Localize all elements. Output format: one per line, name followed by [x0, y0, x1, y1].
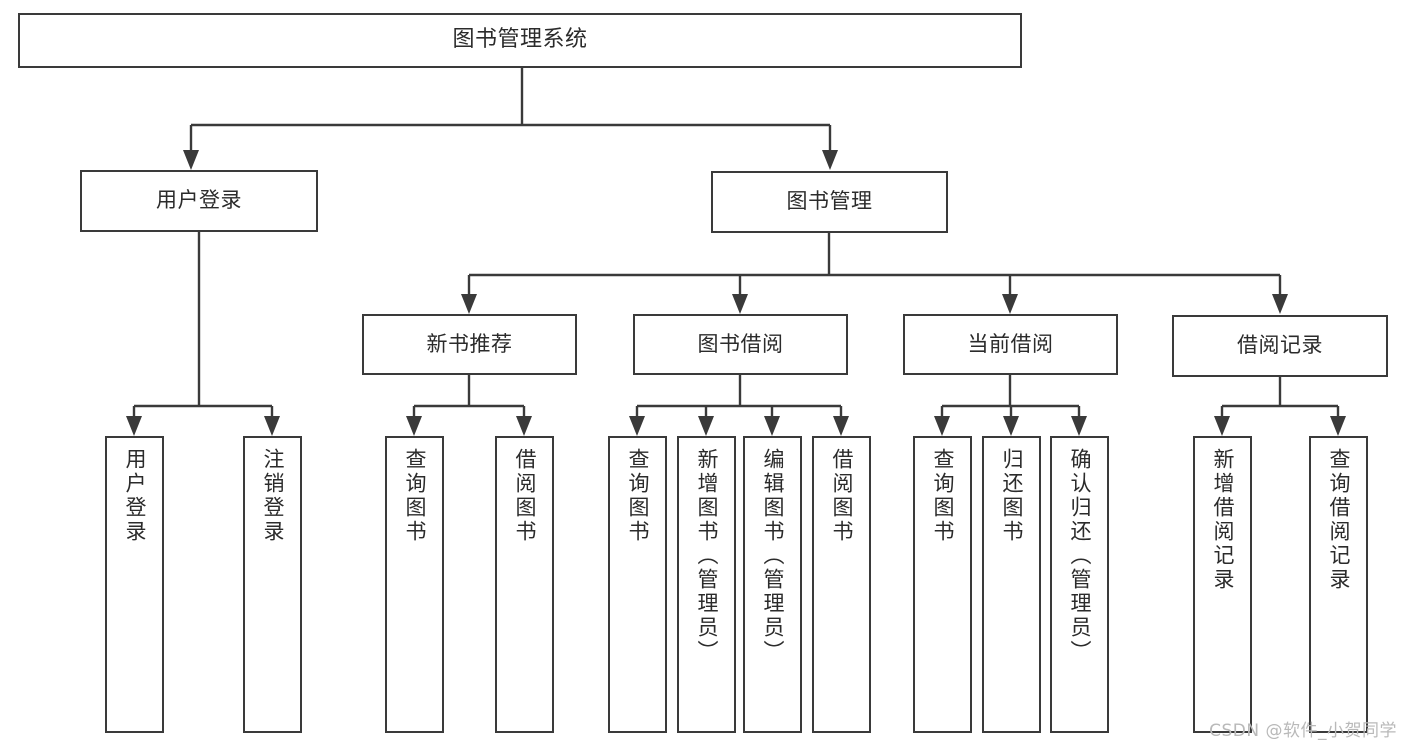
node-leaf-current-borrow-query-label: 查询图书 — [931, 448, 955, 544]
node-leaf-book-borrow-edit-label: 编辑图书（管理员） — [761, 448, 785, 664]
node-leaf-current-borrow-return-label: 归还图书 — [1000, 448, 1024, 544]
node-leaf-current-borrow-query[interactable]: 查询图书 — [913, 436, 972, 733]
node-root-system[interactable]: 图书管理系统 — [18, 13, 1022, 68]
arrow-borrow-record-leaf-2 — [1330, 416, 1346, 436]
node-leaf-current-borrow-confirm-label: 确认归还（管理员） — [1068, 448, 1092, 664]
arrow-book-mgmt-to-current-borrow — [1002, 294, 1018, 314]
node-borrow-record[interactable]: 借阅记录 — [1172, 315, 1388, 377]
arrow-root-to-book-mgmt — [822, 150, 838, 170]
arrow-current-borrow-leaf-2 — [1003, 416, 1019, 436]
node-book-borrow[interactable]: 图书借阅 — [633, 314, 848, 375]
node-leaf-borrow-record-query[interactable]: 查询借阅记录 — [1309, 436, 1368, 733]
arrow-book-borrow-leaf-2 — [698, 416, 714, 436]
node-book-management[interactable]: 图书管理 — [711, 171, 948, 233]
arrow-root-to-user-login — [183, 150, 199, 170]
node-leaf-book-borrow-add-label: 新增图书（管理员） — [695, 448, 719, 664]
node-current-borrow[interactable]: 当前借阅 — [903, 314, 1118, 375]
node-leaf-borrow-record-add-label: 新增借阅记录 — [1211, 448, 1235, 592]
arrow-user-login-leaf-1 — [126, 416, 142, 436]
node-current-borrow-label: 当前借阅 — [967, 331, 1054, 356]
node-leaf-book-borrow-query[interactable]: 查询图书 — [608, 436, 667, 733]
arrow-book-mgmt-to-book-borrow — [732, 294, 748, 314]
node-leaf-current-borrow-confirm[interactable]: 确认归还（管理员） — [1050, 436, 1109, 733]
node-user-login[interactable]: 用户登录 — [80, 170, 318, 232]
node-leaf-user-login-logout-label: 注销登录 — [261, 448, 285, 544]
node-leaf-new-book-query[interactable]: 查询图书 — [385, 436, 444, 733]
arrow-book-borrow-leaf-3 — [764, 416, 780, 436]
arrow-current-borrow-leaf-1 — [934, 416, 950, 436]
node-borrow-record-label: 借阅记录 — [1237, 333, 1323, 358]
node-leaf-book-borrow-edit[interactable]: 编辑图书（管理员） — [743, 436, 802, 733]
arrow-borrow-record-leaf-1 — [1214, 416, 1230, 436]
arrow-new-book-leaf-1 — [406, 416, 422, 436]
node-leaf-book-borrow-query-label: 查询图书 — [626, 448, 650, 544]
node-leaf-new-book-borrow-label: 借阅图书 — [513, 448, 537, 544]
node-book-management-label: 图书管理 — [786, 189, 873, 214]
node-leaf-book-borrow-borrow[interactable]: 借阅图书 — [812, 436, 871, 733]
node-leaf-user-login-login[interactable]: 用户登录 — [105, 436, 164, 733]
arrow-new-book-leaf-2 — [516, 416, 532, 436]
node-leaf-book-borrow-add[interactable]: 新增图书（管理员） — [677, 436, 736, 733]
node-new-book-recommend-label: 新书推荐 — [426, 331, 513, 356]
arrow-book-borrow-leaf-1 — [629, 416, 645, 436]
arrow-user-login-leaf-2 — [264, 416, 280, 436]
node-leaf-user-login-login-label: 用户登录 — [123, 448, 147, 544]
node-new-book-recommend[interactable]: 新书推荐 — [362, 314, 577, 375]
node-leaf-user-login-logout[interactable]: 注销登录 — [243, 436, 302, 733]
arrow-book-mgmt-to-new-book — [461, 294, 477, 314]
node-leaf-book-borrow-borrow-label: 借阅图书 — [830, 448, 854, 544]
node-leaf-new-book-borrow[interactable]: 借阅图书 — [495, 436, 554, 733]
node-leaf-borrow-record-add[interactable]: 新增借阅记录 — [1193, 436, 1252, 733]
node-leaf-borrow-record-query-label: 查询借阅记录 — [1327, 448, 1351, 592]
node-leaf-new-book-query-label: 查询图书 — [403, 448, 427, 544]
node-user-login-label: 用户登录 — [156, 188, 242, 213]
node-book-borrow-label: 图书借阅 — [697, 331, 784, 356]
node-root-system-label: 图书管理系统 — [452, 27, 588, 53]
csdn-watermark: CSDN @软件_小贺同学 — [1209, 721, 1397, 741]
node-leaf-current-borrow-return[interactable]: 归还图书 — [982, 436, 1041, 733]
arrow-book-borrow-leaf-4 — [833, 416, 849, 436]
arrow-book-mgmt-to-borrow-record — [1272, 294, 1288, 314]
arrow-current-borrow-leaf-3 — [1071, 416, 1087, 436]
